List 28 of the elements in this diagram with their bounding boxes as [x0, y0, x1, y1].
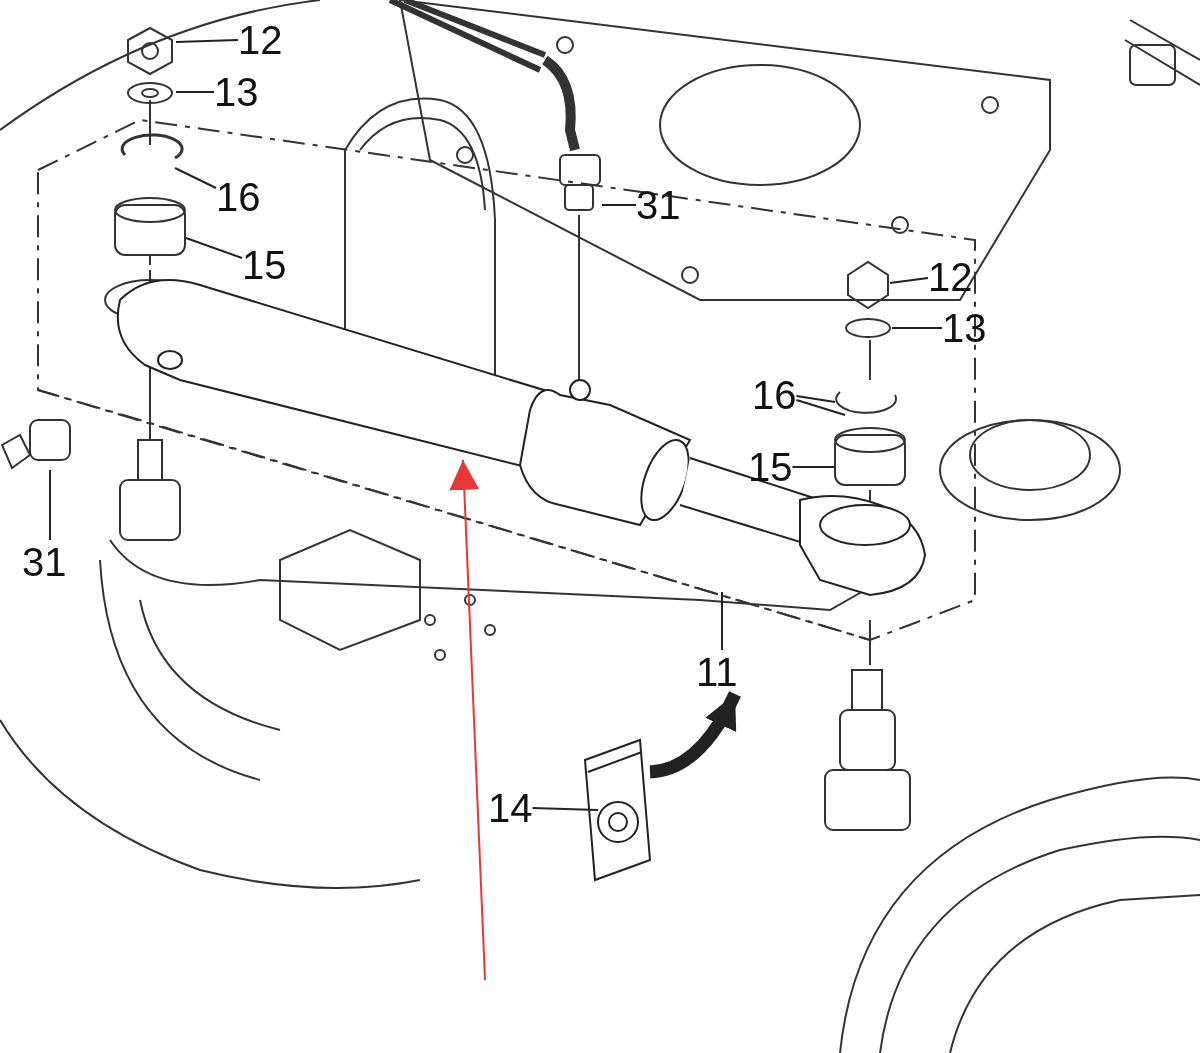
- callout-number: 13: [214, 70, 259, 114]
- leader-line: [175, 39, 239, 43]
- leader-line: [174, 167, 217, 189]
- callout-number: 16: [752, 373, 797, 417]
- leader-line: [795, 395, 836, 403]
- hydraulic-cylinder-drawing: [116, 279, 691, 526]
- callout-number: 15: [242, 243, 287, 287]
- leader-line: [531, 807, 599, 811]
- callout-number: 12: [238, 18, 283, 62]
- callout-number: 14: [488, 786, 533, 830]
- callout-number: 13: [942, 306, 987, 350]
- leader-line: [795, 399, 846, 416]
- leader-line: [791, 466, 835, 468]
- leader-line: [601, 204, 637, 206]
- leader-line: [891, 327, 943, 329]
- parts-bag-drawing: [583, 738, 652, 882]
- leader-line: [889, 277, 929, 284]
- callout-number: 31: [636, 183, 681, 227]
- arrow: [449, 459, 486, 981]
- callout-number: 11: [696, 650, 738, 694]
- leader-line: [721, 591, 723, 651]
- callout-number: 31: [22, 540, 67, 584]
- leader-line: [185, 237, 243, 259]
- callout-number: 12: [928, 255, 973, 299]
- callout-number: 15: [748, 445, 793, 489]
- leader-line: [49, 469, 51, 541]
- callout-number: 16: [216, 175, 261, 219]
- leader-line: [175, 91, 215, 93]
